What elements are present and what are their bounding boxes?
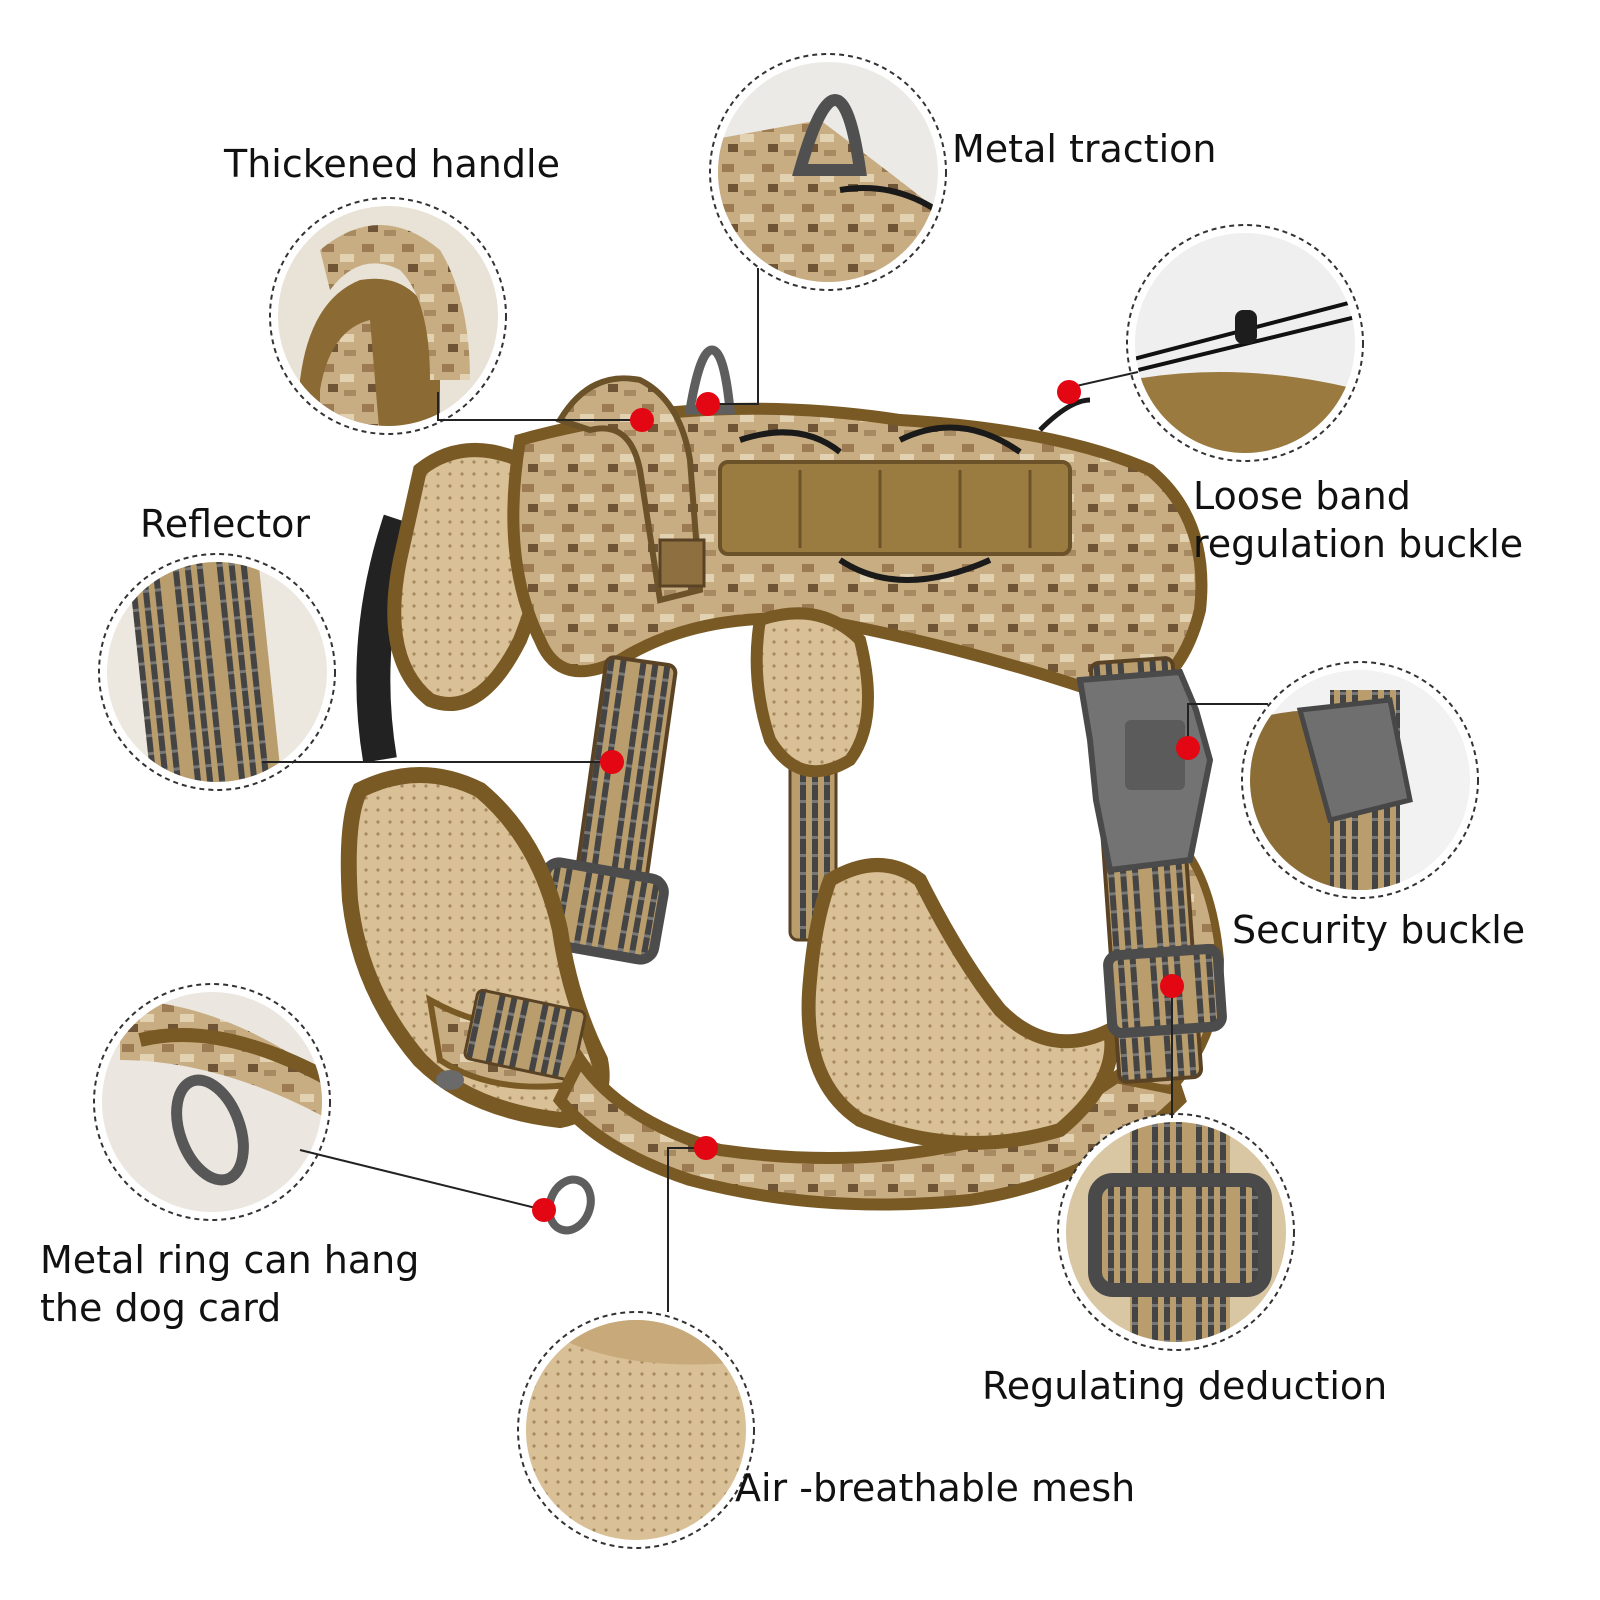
- detail-thickened-handle: [269, 197, 507, 435]
- detail-security-buckle: [1241, 661, 1479, 899]
- label-thickened-handle: Thickened handle: [224, 142, 560, 186]
- label-security-buckle: Security buckle: [1232, 908, 1526, 952]
- red-markers: [532, 380, 1200, 1222]
- marker-metal-ring: [532, 1198, 556, 1222]
- marker-loose-band: [1057, 380, 1081, 404]
- marker-metal-traction: [696, 392, 720, 416]
- detail-metal-traction: [709, 53, 947, 291]
- marker-reflector: [600, 750, 624, 774]
- label-reflector: Reflector: [140, 502, 311, 546]
- top-d-ring: [684, 345, 735, 415]
- velcro-patch: [718, 460, 1072, 556]
- label-loose-band-line1: Loose band: [1193, 474, 1411, 518]
- label-loose-band-line2: regulation buckle: [1193, 522, 1524, 566]
- label-regulating-deduction: Regulating deduction: [982, 1364, 1388, 1408]
- label-metal-ring-line1: Metal ring can hang: [40, 1238, 420, 1282]
- security-buckle-part: [1076, 668, 1214, 874]
- label-metal-traction: Metal traction: [952, 127, 1217, 171]
- belly-band: [552, 1028, 1187, 1211]
- marker-security-buckle: [1176, 736, 1200, 760]
- label-breathable-mesh: Air -breathable mesh: [735, 1466, 1136, 1510]
- right-shoulder-pad: [750, 607, 874, 778]
- detail-regulating-deduction: [1057, 1113, 1295, 1351]
- marker-regulating-deduction: [1160, 974, 1184, 998]
- detail-loose-band: [1126, 224, 1364, 462]
- harness-illustration: [340, 345, 1227, 1235]
- marker-breathable-mesh: [694, 1136, 718, 1160]
- bottom-d-ring: [545, 1175, 595, 1235]
- right-chest-pad: [801, 858, 1119, 1150]
- detail-reflector: [98, 553, 336, 791]
- detail-metal-ring: [93, 983, 331, 1221]
- leader-lines: [262, 268, 1268, 1312]
- label-metal-ring-line2: the dog card: [40, 1286, 282, 1330]
- marker-thickened-handle: [630, 408, 654, 432]
- detail-breathable-mesh: [517, 1311, 755, 1549]
